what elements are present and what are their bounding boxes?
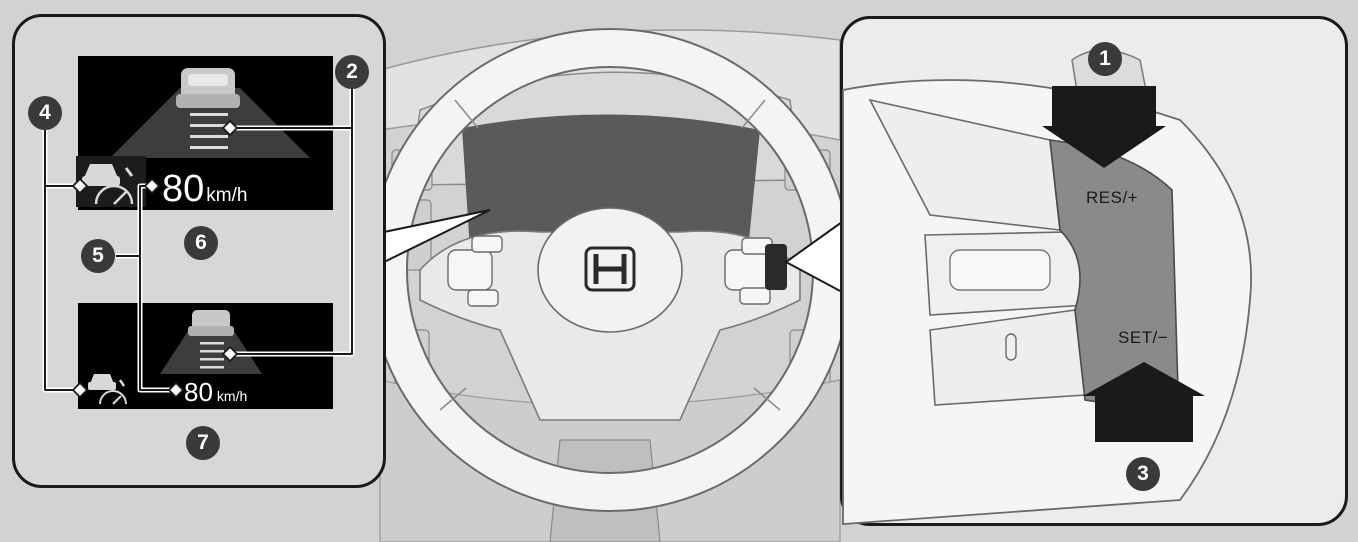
following-distance-bars-large [190,113,228,149]
callout-5: 5 [81,239,115,273]
lane-graphic-large [110,88,310,158]
set-speed-unit: km/h [206,185,248,206]
callout-4: 4 [28,96,62,130]
lead-vehicle-icon-small [188,310,234,336]
set-speed-value-small: 80 [184,377,213,407]
set-speed-value: 80 [162,168,205,210]
push-up-arrow-stem [1095,396,1193,442]
honda-logo-icon [584,246,636,292]
callout-7: 7 [186,426,220,460]
push-up-arrow-icon [1083,362,1205,442]
set-minus-button-label: SET/− [1118,328,1169,347]
res-plus-button-label: RES/+ [1086,188,1139,207]
callout-2: 2 [335,55,369,89]
set-speed-unit-small: km/h [216,388,248,404]
callout-3: 3 [1126,457,1160,491]
following-distance-bars-small [200,342,224,369]
callout-1: 1 [1088,42,1122,76]
callout-6: 6 [184,226,218,260]
acc-icon-small [88,374,127,405]
push-down-arrow-icon [1042,86,1166,168]
lead-vehicle-icon-large [176,68,240,108]
acc-icon-large [82,164,134,205]
